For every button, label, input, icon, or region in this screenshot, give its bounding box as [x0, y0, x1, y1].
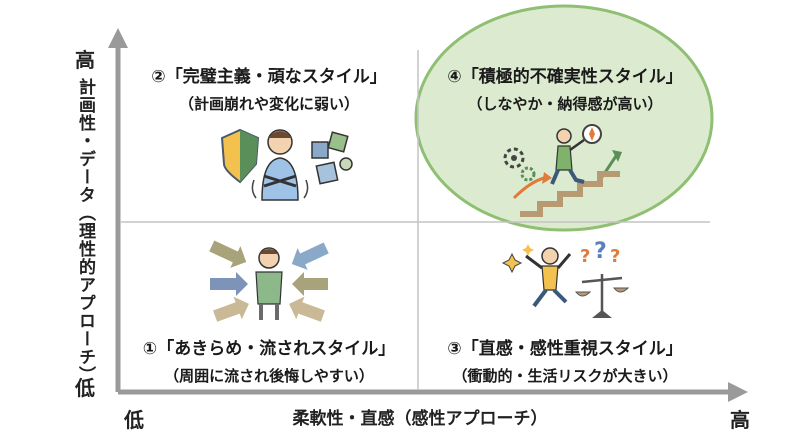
quadrant-2-illustration	[220, 128, 353, 201]
compass-icon	[582, 124, 602, 144]
sparkles-icon	[501, 244, 534, 274]
person-jumping-icon	[525, 247, 572, 308]
person-crossed-arms-icon	[251, 129, 309, 201]
quadrant-3-illustration: ? ? ?	[501, 239, 630, 318]
balance-scale-icon	[574, 274, 630, 318]
quadrant-2: ②「完璧主義・頑なスタイル」 （計画崩れや変化に弱い）	[124, 62, 414, 114]
y-axis-low-label: 低	[75, 376, 95, 400]
quadrant-1: ①「あきらめ・流されスタイル」 （周囲に流され後悔しやすい）	[124, 334, 414, 386]
x-axis-high-label: 高	[730, 408, 750, 432]
y-axis-label: 計画性・データ（理性的アプローチ）	[75, 78, 95, 384]
quadrant-1-title: ①「あきらめ・流されスタイル」	[142, 339, 396, 359]
quadrant-4: ④「積極的不確実性スタイル」 （しなやか・納得感が高い）	[420, 62, 710, 114]
quadrant-3-subtitle: （衝動的・生活リスクが大きい）	[452, 367, 678, 385]
shield-icon	[220, 128, 260, 184]
person-sad-icon	[255, 247, 283, 320]
quadrant-4-subtitle: （しなやか・納得感が高い）	[467, 95, 663, 113]
quadrant-3-title: ③「直感・感性重視スタイル」	[447, 339, 683, 359]
quadrant-1-subtitle: （周囲に流され後悔しやすい）	[164, 367, 374, 385]
x-axis-low-label: 低	[124, 408, 144, 432]
quadrant-1-illustration	[209, 240, 329, 322]
svg-text:?: ?	[580, 246, 590, 267]
x-axis-label: 柔軟性・直感（感性アプローチ）	[292, 409, 548, 429]
gears-icon	[503, 147, 536, 182]
quadrant-4-illustration	[503, 124, 622, 217]
svg-text:?: ?	[594, 239, 607, 264]
quadrant-2-subtitle: （計画崩れや変化に弱い）	[178, 95, 359, 113]
question-marks-icon: ? ? ?	[580, 239, 620, 267]
person-climbing-stairs-icon	[520, 128, 620, 217]
quadrant-2-title: ②「完璧主義・頑なスタイル」	[151, 67, 387, 87]
quadrant-3: ③「直感・感性重視スタイル」 （衝動的・生活リスクが大きい）	[420, 334, 710, 386]
arrows-pushing-icon	[209, 240, 329, 322]
svg-text:?: ?	[610, 246, 620, 267]
puzzle-icon	[311, 131, 353, 185]
quadrant-4-title: ④「積極的不確実性スタイル」	[447, 67, 683, 87]
y-axis-high-label: 高	[75, 48, 95, 72]
